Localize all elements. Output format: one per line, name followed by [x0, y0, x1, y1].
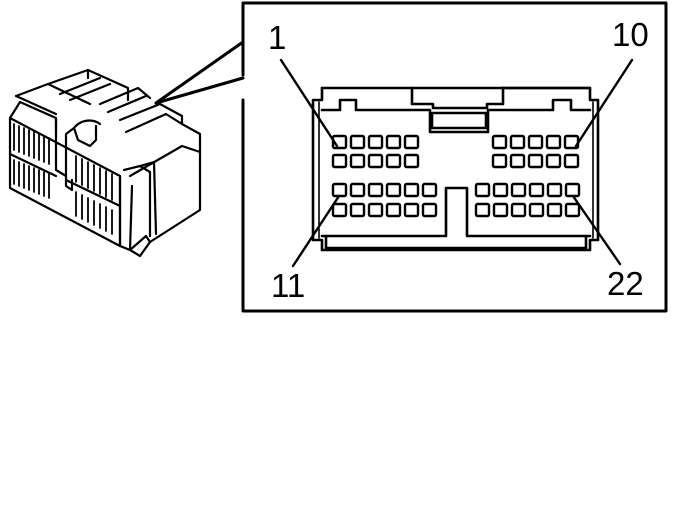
connector-3d-slots	[13, 123, 113, 235]
pin-block-upper-left	[331, 134, 420, 169]
leader-pin-1	[279, 58, 339, 148]
pin-label-10: 10	[612, 16, 649, 53]
pin-block-lower-right	[474, 182, 581, 218]
pin-label-1: 1	[268, 19, 286, 56]
pin-label-22: 22	[607, 265, 644, 302]
callout-box	[154, 1, 668, 313]
pin-label-11: 11	[271, 267, 305, 304]
connector-face	[311, 86, 600, 252]
leader-lines	[279, 58, 634, 268]
connector-3d-view	[8, 68, 202, 258]
pin-block-lower-left	[331, 182, 438, 218]
leader-pin-11	[291, 194, 341, 268]
pin-block-upper-right	[491, 134, 580, 169]
leader-pin-22	[571, 194, 622, 266]
leader-pin-10	[574, 58, 634, 148]
